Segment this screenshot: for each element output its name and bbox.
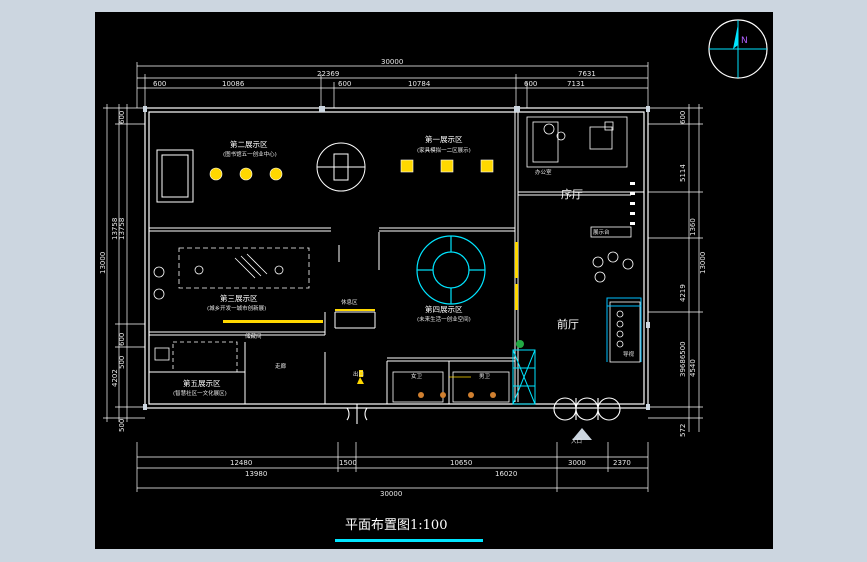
zone2-sub: (图书馆五一创业中心): [223, 150, 277, 158]
zone5-sub: (智慧社区一文化展区): [173, 389, 227, 397]
exit-arrow-shaft: [359, 370, 363, 377]
plant-icon: [516, 340, 524, 348]
dim-right-overall: 13000: [699, 252, 707, 274]
bottom-dimensions: [136, 442, 649, 492]
zone3-sub: (城乡开发一城市创新展): [207, 304, 266, 312]
dim-top-seg2: 10086: [222, 80, 245, 88]
dim-top-seg5: 600: [524, 80, 537, 88]
zone1-label: 第一展示区: [425, 134, 463, 144]
floor-plan: N 30000 22369 7631 600 10086 600 10784 6…: [99, 19, 768, 542]
dim-bottom-row1-c: 10650: [450, 459, 472, 467]
left-dimensions: [103, 104, 145, 422]
dim-top-overall: 30000: [381, 58, 403, 66]
outer-walls: [144, 107, 649, 409]
dim-left-c: 4202: [111, 369, 119, 387]
dim-left-f: 500: [118, 419, 126, 432]
dim-right-g: 572: [679, 424, 687, 437]
north-label: N: [741, 36, 748, 46]
exit-arrow-icon: [357, 377, 364, 384]
female-wc-label: 女卫: [411, 372, 423, 380]
dim-bottom-row1-a: 12480: [230, 459, 252, 467]
dim-top-left-span: 22369: [317, 70, 339, 78]
zone5-table: [154, 341, 238, 373]
entrance-label: 入口: [571, 438, 582, 445]
zone2-exhibits: [209, 159, 494, 181]
entrance-doors: [346, 397, 621, 424]
right-dimensions: [648, 104, 703, 432]
zone4-sub: (未来生活一创业空间): [417, 315, 471, 323]
title-underline: [335, 539, 483, 542]
dim-left-b2: 13758: [118, 218, 126, 240]
showcase-label: 展示台: [593, 228, 610, 236]
north-arrow-icon: N: [708, 19, 768, 79]
zone2-showcase-left: [156, 149, 194, 203]
exit-label: 出口: [353, 370, 364, 378]
zone3-model-table: [153, 247, 310, 300]
dim-right-d: 4219: [679, 284, 687, 302]
dim-bottom-overall: 30000: [380, 490, 402, 498]
lobby-label: 序厅: [561, 187, 583, 201]
lobby-stairs: [630, 182, 635, 225]
lobby-blue-counter: [606, 297, 642, 362]
office-label: 办公室: [535, 168, 552, 176]
dim-right-f: 4540: [689, 359, 697, 377]
drawing-canvas: N 30000 22369 7631 600 10086 600 10784 6…: [95, 12, 773, 549]
front-hall-label: 前厅: [557, 317, 579, 331]
dim-left-a: 600: [118, 111, 126, 124]
dim-bottom-row2-a: 13980: [245, 470, 267, 478]
dim-top-right-span: 7631: [578, 70, 596, 78]
dim-left-e: 500: [118, 356, 126, 369]
dim-left-b: 13758: [111, 218, 119, 240]
dim-bottom-row2-b: 16020: [495, 470, 517, 478]
dim-left-d: 600: [118, 333, 126, 346]
display-wall-strips: [223, 242, 518, 323]
dim-bottom-row1-e: 2370: [613, 459, 631, 467]
zone3-label: 第三展示区: [220, 293, 258, 303]
dim-top-seg3: 600: [338, 80, 351, 88]
rest-label: 休息区: [341, 298, 358, 306]
window-openings: [143, 106, 650, 410]
entrance-arrow-icon: [572, 428, 592, 440]
guide-label: 导视: [623, 350, 635, 358]
dim-left-overall: 13000: [99, 252, 107, 274]
top-dimensions: [136, 62, 649, 108]
dim-right-e: 39686500: [679, 341, 687, 377]
zone4-ring-display: [416, 235, 486, 305]
service-shaft: [512, 349, 536, 405]
corridor-label: 走廊: [275, 362, 287, 370]
dim-right-b: 5114: [679, 164, 687, 182]
toilet-fixtures: [418, 392, 496, 398]
dim-bottom-row1-d: 3000: [568, 459, 586, 467]
zone5-label: 第五展示区: [183, 378, 221, 388]
drawing-title: 平面布置图1:100: [345, 518, 447, 533]
zone2-label: 第二展示区: [230, 139, 268, 149]
storage-label: 储藏间: [245, 332, 262, 340]
dim-bottom-row1-b: 1500: [339, 459, 357, 467]
zone2-rotunda: [316, 142, 366, 192]
toilets: [392, 371, 510, 403]
male-wc-label: 男卫: [479, 373, 491, 380]
dim-top-seg1: 600: [153, 80, 166, 88]
zone1-sub: (家具模拟一二区展示): [417, 146, 471, 154]
dim-right-a: 600: [679, 111, 687, 124]
dim-top-seg6: 7131: [567, 80, 585, 88]
reception-area: [526, 116, 641, 363]
dim-right-c: 1360: [689, 218, 697, 236]
zone4-label: 第四展示区: [425, 304, 463, 314]
dim-top-seg4: 10784: [408, 80, 431, 88]
